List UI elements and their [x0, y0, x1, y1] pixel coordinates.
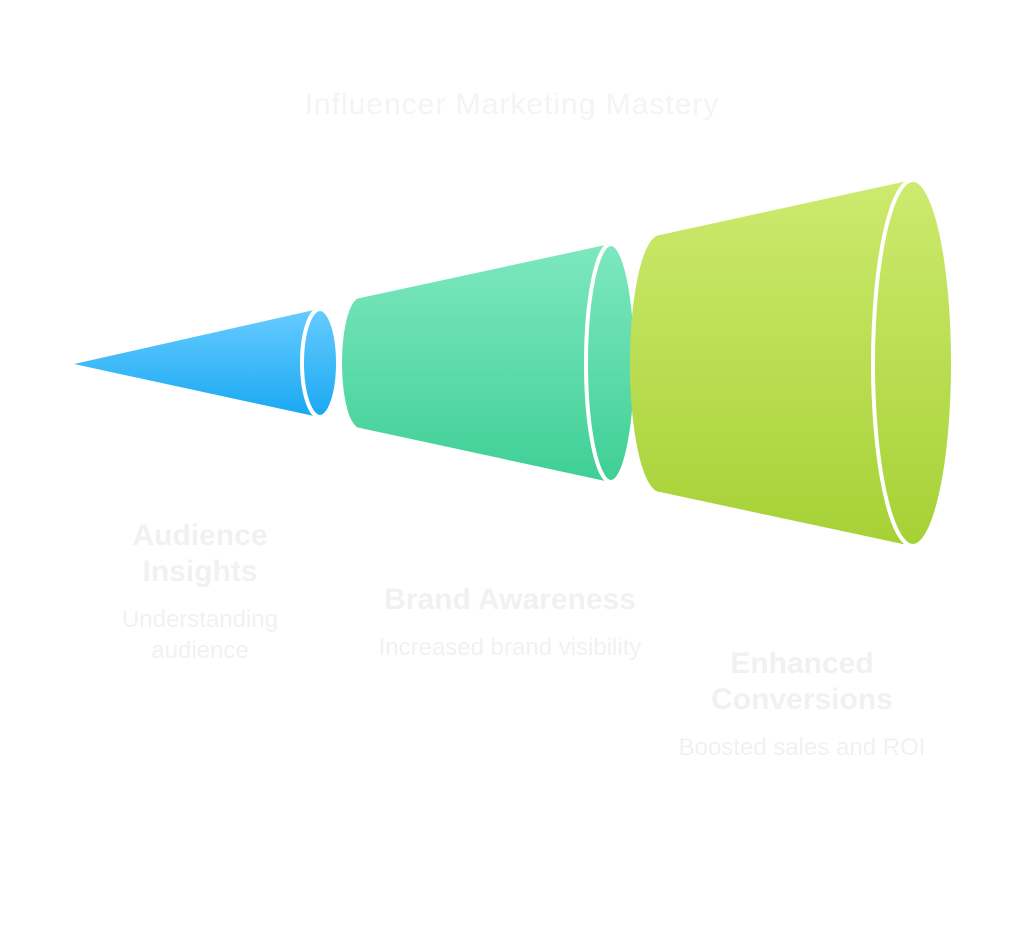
stage-audience-insights: Audience Insights Understanding audience [80, 518, 320, 666]
stage-description: Boosted sales and ROI [678, 734, 926, 761]
funnel-segment-enhanced-conversions [629, 178, 955, 548]
stage-enhanced-conversions: Enhanced Conversions Boosted sales and R… [672, 646, 932, 763]
stage-description: Increased brand visibility [378, 634, 642, 661]
diagram-title: Influencer Marketing Mastery [304, 88, 720, 121]
stage-label: Brand Awareness [384, 583, 636, 616]
stage-label: Enhanced Conversions [711, 647, 893, 716]
funnel-segment-brand-awareness [342, 242, 638, 484]
stage-description: Understanding audience [121, 606, 279, 664]
stage-label: Audience Insights [132, 519, 268, 588]
stage-brand-awareness: Brand Awareness Increased brand visibili… [370, 582, 650, 663]
funnel-segment-audience-insights [74, 307, 340, 419]
